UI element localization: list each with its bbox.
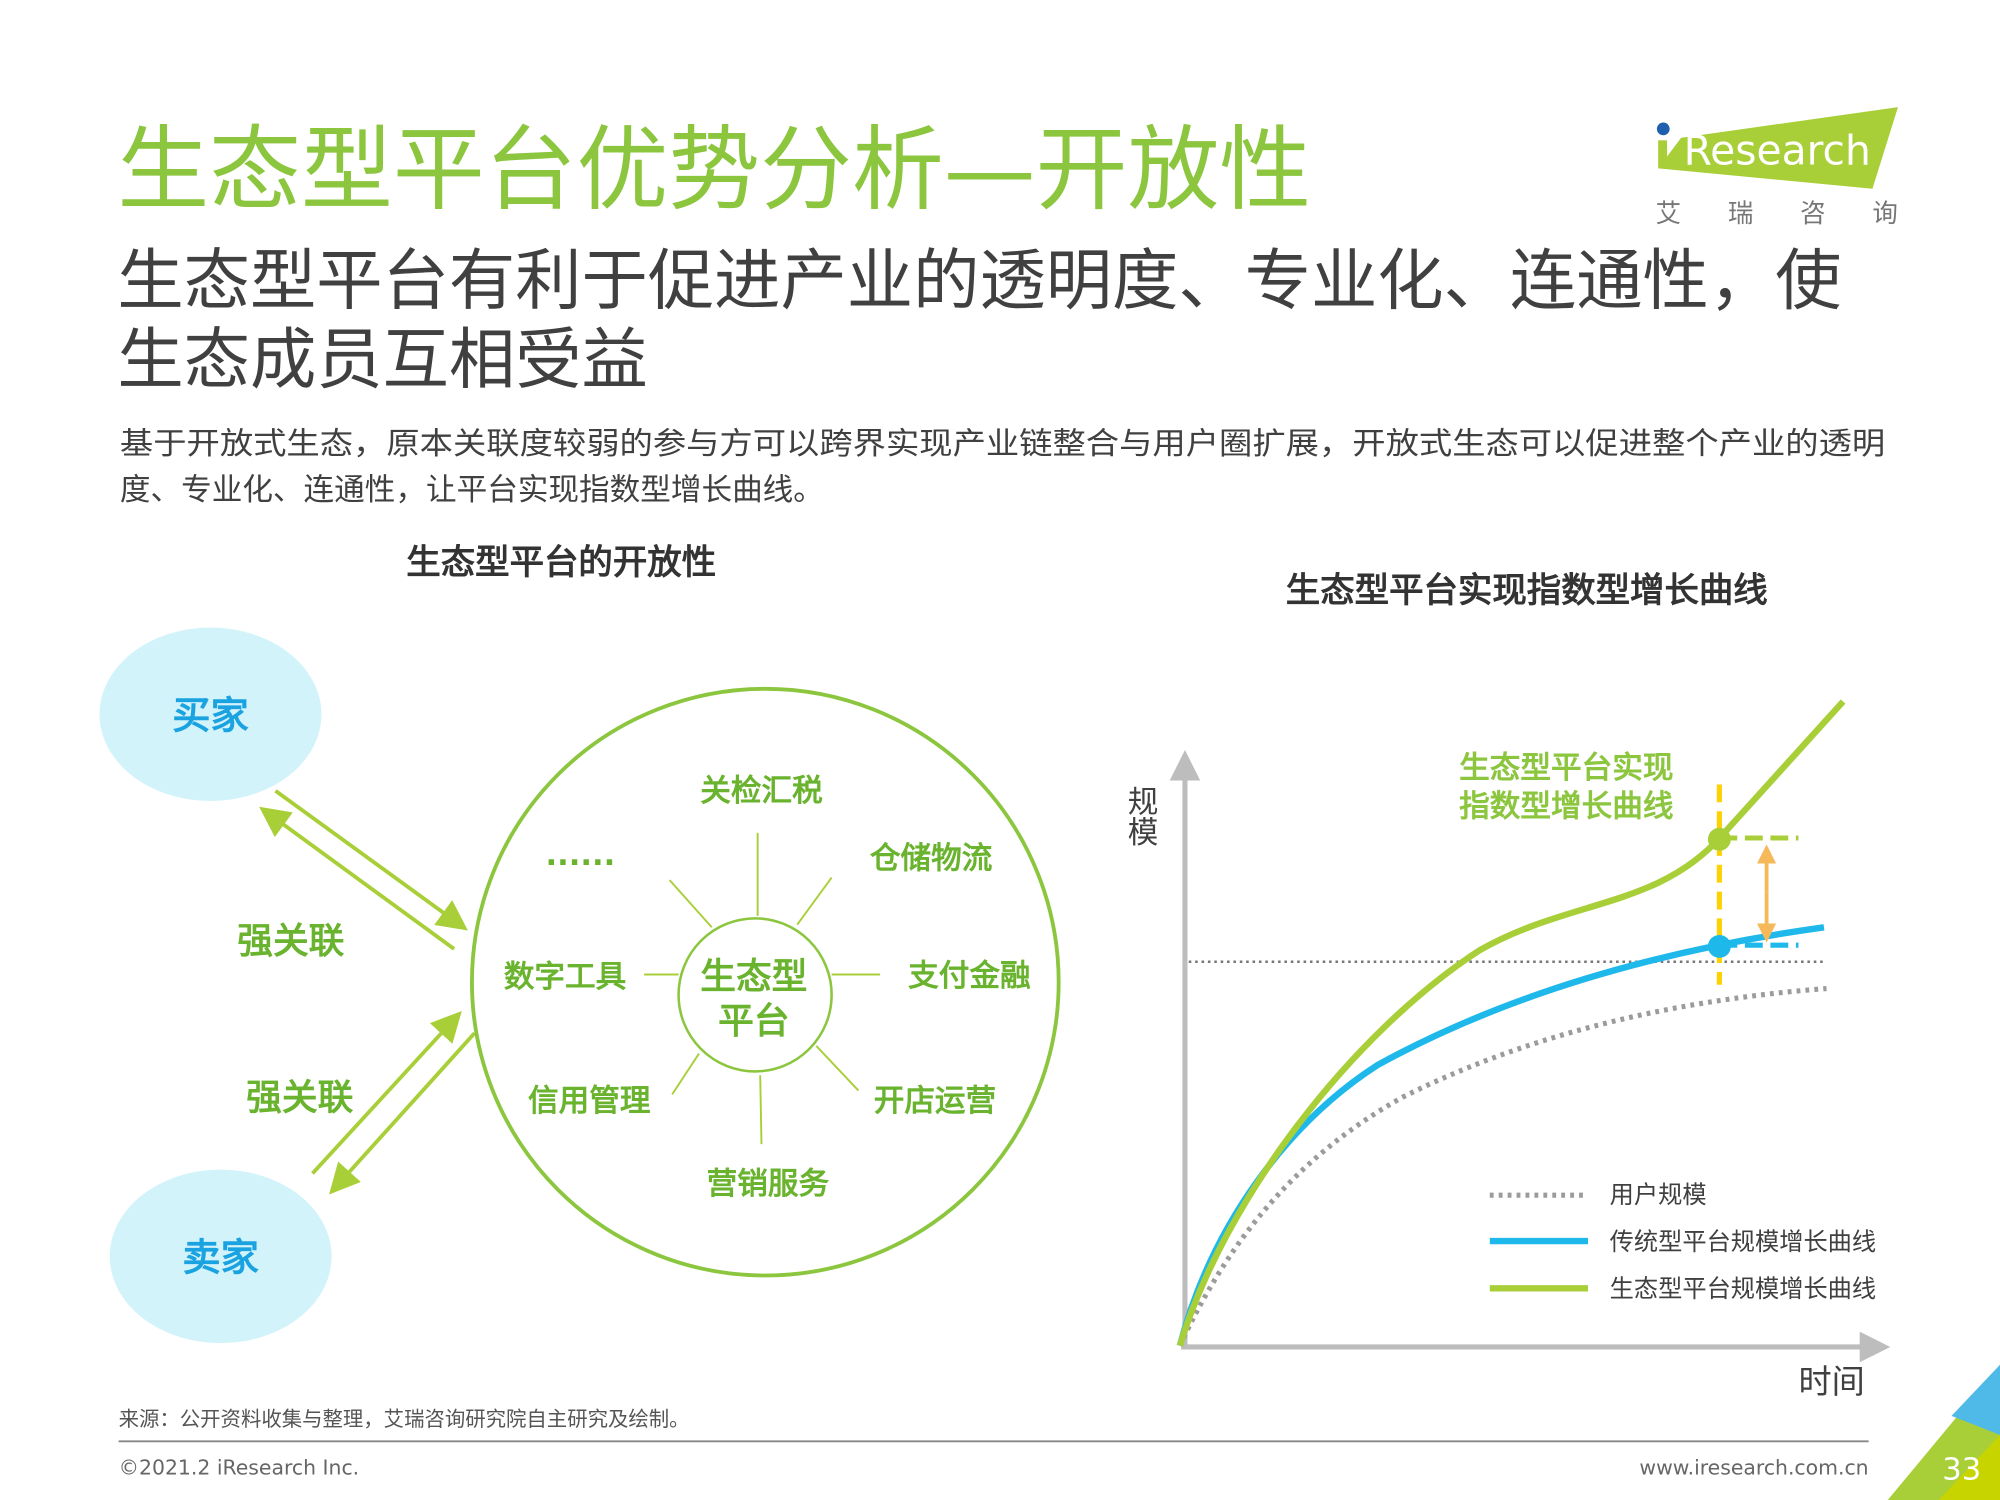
traditional-point	[1707, 934, 1731, 958]
chart-annotation-line-1: 生态型平台实现	[1459, 751, 1673, 786]
legend-traditional: 传统型平台规模增长曲线	[1610, 1228, 1876, 1256]
service-customs-tax: 关检汇税	[700, 773, 823, 809]
copyright: ©2021.2 iResearch Inc.	[119, 1455, 360, 1479]
seller-label: 卖家	[182, 1235, 259, 1280]
service-digital-tools: 数字工具	[504, 959, 627, 995]
subtitle-line-2: 生态成员互相受益	[117, 321, 648, 399]
website-url: www.iresearch.com.cn	[1639, 1455, 1868, 1479]
page-title: 生态型平台优势分析—开放性	[117, 117, 1311, 224]
service-payment-finance: 支付金融	[908, 958, 1031, 994]
service-rays	[644, 832, 881, 1145]
link-label-top: 强关联	[237, 921, 344, 962]
service-logistics: 仓储物流	[870, 842, 993, 877]
platform-core-line-2: 平台	[718, 1001, 789, 1042]
buyer-label: 买家	[172, 693, 249, 738]
series-ecosystem-platform	[1176, 699, 1846, 1347]
legend-user-scale: 用户规模	[1610, 1181, 1707, 1209]
service-credit-management: 信用管理	[528, 1084, 651, 1119]
x-axis-label: 时间	[1798, 1362, 1864, 1401]
svg-text:Research: Research	[1684, 127, 1871, 175]
seller-bubble	[109, 1169, 332, 1344]
link-arrows	[259, 789, 476, 1195]
iresearch-logo: Research 艾 瑞 咨 询	[1656, 107, 1898, 229]
left-diagram-title: 生态型平台的开放性	[406, 543, 716, 583]
ecosystem-point	[1707, 827, 1731, 851]
paragraph-line-2: 度、专业化、连通性，让平台实现指数型增长曲线。	[120, 473, 824, 508]
service-store-operation: 开店运营	[874, 1084, 996, 1119]
paragraph-line-1: 基于开放式生态，原本关联度较弱的参与方可以跨界实现产业链整合与用户圈扩展，开放式…	[120, 427, 1885, 462]
chart-title: 生态型平台实现指数型增长曲线	[1286, 571, 1768, 611]
series-user-scale	[1177, 985, 1827, 1347]
subtitle-line-1: 生态型平台有利于促进产业的透明度、专业化、连通性，使	[117, 242, 1841, 320]
page-number: 33	[1942, 1453, 1981, 1488]
logo-cn: 艾 瑞 咨 询	[1656, 199, 1898, 229]
platform-core-circle	[677, 917, 833, 1073]
ecosystem-circle	[470, 686, 1061, 1278]
y-axis-label: 规模	[1122, 786, 1158, 848]
platform-core-line-1: 生态型	[700, 957, 807, 998]
buyer-bubble	[99, 627, 322, 802]
chart-legend: 用户规模 传统型平台规模增长曲线 生态型平台规模增长曲线	[1489, 1181, 1876, 1303]
chart-annotation-line-2: 指数型增长曲线	[1459, 789, 1674, 824]
source-note: 来源：公开资料收集与整理，艾瑞咨询研究院自主研究及绘制。	[119, 1407, 690, 1431]
service-marketing: 营销服务	[707, 1167, 830, 1202]
legend-ecosystem: 生态型平台规模增长曲线	[1610, 1275, 1876, 1303]
service-more: ......	[545, 838, 615, 873]
link-label-bottom: 强关联	[246, 1078, 353, 1119]
corner-decoration	[1887, 1364, 2000, 1500]
